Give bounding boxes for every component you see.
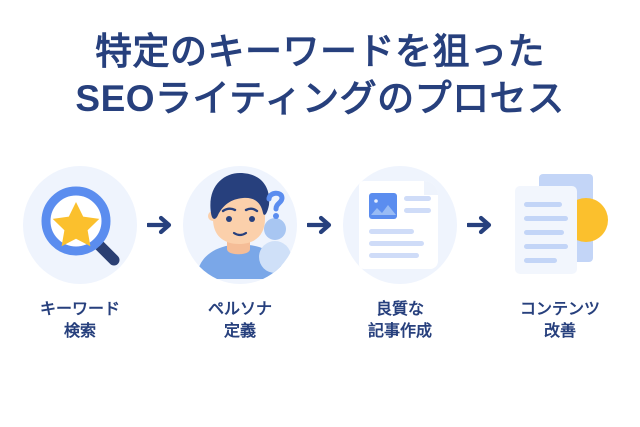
- page-title-line-1: 特定のキーワードを狙った: [95, 31, 545, 72]
- document-article-icon: [359, 181, 438, 269]
- page-title: 特定のキーワードを狙った SEOライティングのプロセス: [0, 28, 640, 122]
- arrow-right-icon: [147, 215, 172, 235]
- step-4-label: コンテンツ 改善: [519, 301, 600, 340]
- process-steps: キーワード 検索: [0, 165, 640, 350]
- step-2-label: ペルソナ 定義: [207, 301, 272, 340]
- step-4-artwork: [498, 165, 622, 285]
- step-quality-article: 良質な 記事作成: [338, 165, 462, 343]
- arrow-2: [302, 165, 338, 285]
- step-persona-definition: ペルソナ 定義: [178, 165, 302, 343]
- page-title-line-2: SEOライティングのプロセス: [75, 78, 565, 119]
- step-keyword-research: キーワード 検索: [18, 165, 142, 343]
- arrow-right-icon: [467, 215, 492, 235]
- step-1-label: キーワード 検索: [39, 301, 120, 340]
- step-2-artwork: [178, 165, 302, 285]
- step-content-improvement: コンテンツ 改善: [498, 165, 622, 343]
- step-3-artwork: [338, 165, 462, 285]
- person-question-icon: [197, 173, 291, 279]
- arrow-right-icon: [307, 215, 332, 235]
- magnifier-star-icon: [41, 186, 120, 266]
- step-3-label: 良質な 記事作成: [367, 301, 432, 340]
- arrow-1: [142, 165, 178, 285]
- step-1-artwork: [18, 165, 142, 285]
- arrow-3: [462, 165, 498, 285]
- stacked-documents-icon: [515, 174, 608, 274]
